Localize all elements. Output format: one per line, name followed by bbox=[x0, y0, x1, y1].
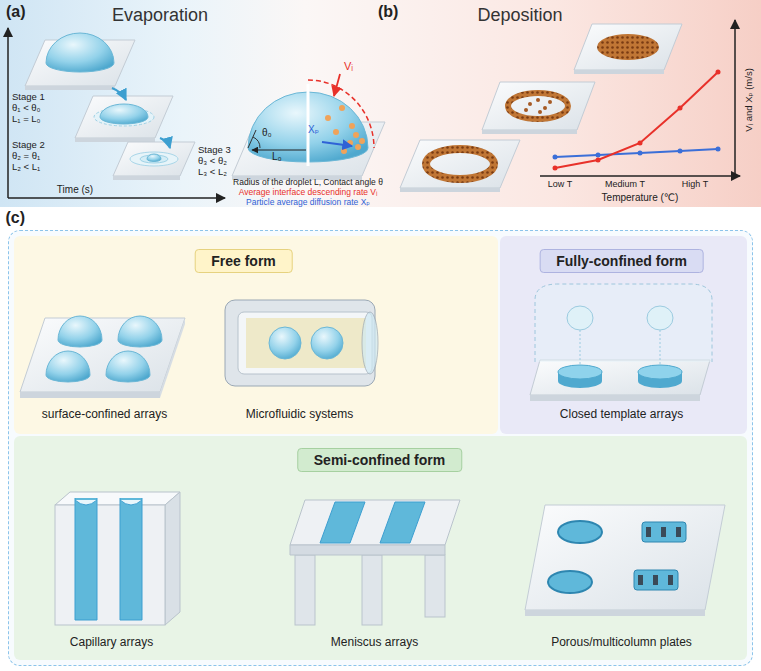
axis-title: Vᵢ and Xₚ (m/s) bbox=[744, 68, 755, 132]
item-caption: Porous/multicolumn plates bbox=[551, 636, 692, 650]
tick-label: High T bbox=[682, 179, 708, 189]
stage-condition: θ₁ < θ₀ bbox=[12, 103, 41, 114]
tick-label: Medium T bbox=[605, 179, 645, 189]
tick-label: Low T bbox=[548, 179, 572, 189]
item-caption: Meniscus arrays bbox=[331, 636, 418, 650]
definition-note: Particle average diffusion rate Xₚ bbox=[246, 198, 370, 208]
radius-symbol: L₀ bbox=[272, 151, 282, 163]
panel-title: Evaporation bbox=[112, 5, 208, 26]
item-caption: surface-confined arrays bbox=[42, 408, 167, 422]
form-heading: Semi-confined form bbox=[297, 448, 462, 472]
stage-condition: L₂ < L₁ bbox=[12, 162, 40, 173]
free-form-region: Free form surface-confined arrays Microflu… bbox=[14, 236, 498, 434]
item-caption: Capillary arrays bbox=[70, 636, 153, 650]
form-heading: Fully-confined form bbox=[539, 249, 704, 273]
definition-note: Average interface descending rate Vᵢ bbox=[239, 188, 378, 198]
definition-note: Radius of the droplet L, Contact angle θ bbox=[233, 178, 383, 188]
axis-title: Time (s) bbox=[57, 184, 93, 196]
angle-symbol: θ₀ bbox=[262, 127, 272, 139]
panel-c: (c)Free formsurface-confined arraysMicro… bbox=[8, 230, 753, 666]
panel-letter: (c) bbox=[6, 209, 26, 227]
semi-confined-region: Semi-confined formCapillary arrays Menisc… bbox=[14, 436, 747, 660]
stage-label: Stage 2 bbox=[12, 140, 45, 151]
panel-letter: (a) bbox=[6, 3, 26, 21]
axis-title: Temperature (℃) bbox=[602, 192, 679, 204]
rate-symbol: Xₚ bbox=[308, 124, 319, 136]
stage-condition: θ₂ = θ₁ bbox=[12, 151, 40, 162]
form-heading: Free form bbox=[194, 249, 293, 273]
stage-label: Stage 1 bbox=[12, 92, 45, 103]
stage-condition: L₁ = L₀ bbox=[12, 114, 41, 125]
panel-title: Deposition bbox=[477, 5, 562, 26]
panel-letter: (b) bbox=[378, 3, 398, 21]
panel-a: (a) Evaporation bbox=[0, 0, 305, 207]
stage-condition: L₃ < L₂ bbox=[198, 167, 227, 178]
panel-b: (b) Deposition bbox=[305, 0, 761, 207]
stage-label: Stage 3 bbox=[198, 145, 231, 156]
stage-condition: θ₃ < θ₂ bbox=[198, 156, 227, 167]
item-caption: Microfluidic systems bbox=[246, 408, 353, 422]
fully-confined-region: Fully-confined formClosed template array… bbox=[500, 236, 747, 434]
rate-symbol: Vᵢ bbox=[344, 60, 353, 73]
item-caption: Closed template arrays bbox=[560, 408, 683, 422]
